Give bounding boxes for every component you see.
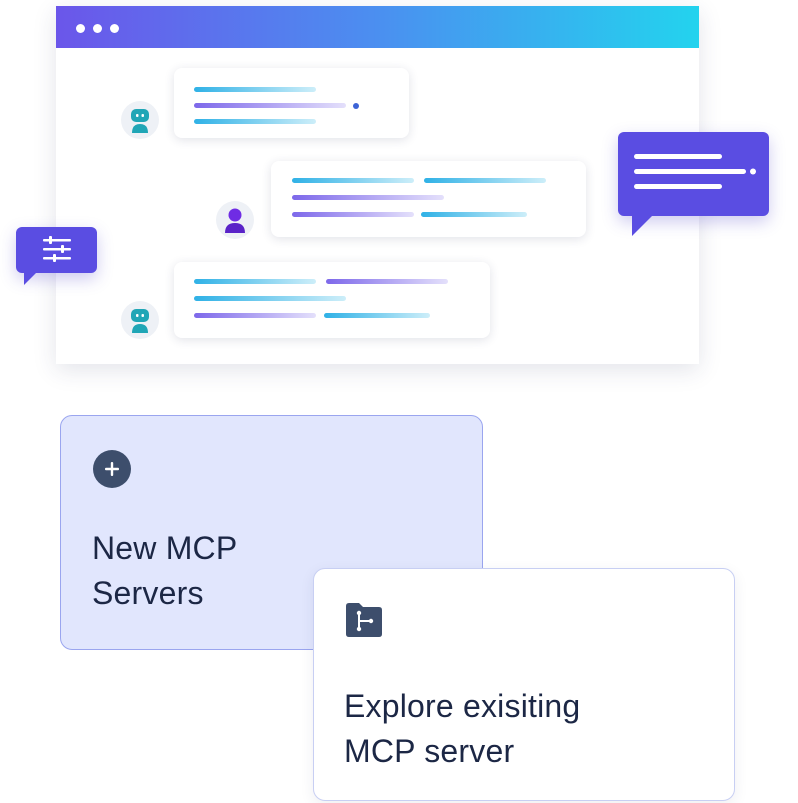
user-avatar [216, 201, 254, 239]
message-line [194, 296, 346, 301]
explore-mcp-server-card[interactable]: Explore exisiting MCP server [313, 568, 735, 801]
window-dot [76, 24, 85, 33]
message-line [424, 178, 546, 183]
card-title: New MCP Servers [92, 526, 237, 616]
bot-avatar [121, 101, 159, 139]
robot-icon [131, 109, 149, 133]
chat-bubble-icon [632, 154, 756, 236]
user-icon [225, 208, 245, 233]
window-titlebar [56, 6, 699, 48]
card-title-line: Servers [92, 575, 204, 611]
bot-message-bubble [174, 262, 490, 338]
card-title-line: MCP server [344, 733, 515, 769]
card-title-line: Explore exisiting [344, 688, 581, 724]
folder-branch-icon [346, 603, 382, 637]
message-line [292, 178, 414, 183]
chat-window [56, 6, 699, 364]
bot-avatar [121, 301, 159, 339]
new-mcp-servers-card[interactable]: New MCP Servers [60, 415, 483, 650]
message-card [618, 132, 769, 236]
message-line [194, 119, 316, 124]
message-line [292, 195, 444, 200]
message-line [324, 313, 430, 318]
message-dot [353, 103, 359, 109]
user-message-bubble [271, 161, 586, 237]
plus-icon [93, 450, 131, 488]
message-line [326, 279, 448, 284]
message-line [421, 212, 527, 217]
window-dot [110, 24, 119, 33]
bot-message-bubble [174, 68, 409, 138]
message-line [194, 313, 316, 318]
message-line [194, 87, 316, 92]
settings-card [16, 227, 97, 285]
message-line [194, 103, 346, 108]
message-line [292, 212, 414, 217]
robot-icon [131, 309, 149, 333]
card-title-line: New MCP [92, 530, 238, 566]
sliders-icon [24, 236, 71, 285]
window-dot [93, 24, 102, 33]
message-line [194, 279, 316, 284]
card-title: Explore exisiting MCP server [344, 684, 580, 774]
